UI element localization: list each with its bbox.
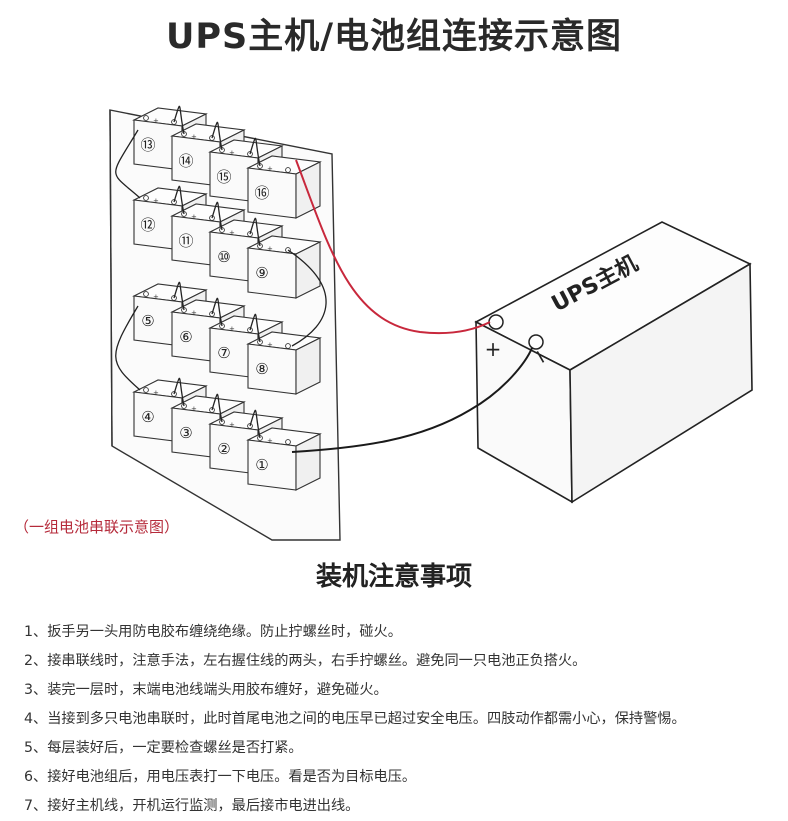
battery-number: ⑪ (178, 232, 193, 250)
series-link (211, 201, 223, 231)
series-link (115, 129, 141, 199)
battery-pos-mark: + (229, 421, 235, 429)
battery-number: ② (217, 440, 230, 458)
series-links (115, 105, 327, 439)
battery-number: ① (255, 456, 268, 474)
battery-pos-mark: + (153, 197, 159, 205)
battery-pos-mark: + (191, 405, 197, 413)
series-link (173, 377, 185, 407)
battery-number: ⑫ (140, 216, 155, 234)
note-item: 7、接好主机线，开机运行监测，最后接市电进出线。 (24, 798, 360, 814)
battery-pos-mark: + (229, 149, 235, 157)
battery-pos-mark: + (267, 245, 273, 253)
series-link (249, 313, 261, 343)
note-item: 4、当接到多只电池串联时，此时首尾电池之间的电压早已超过安全电压。四肢动作都需小… (24, 711, 686, 727)
battery: +⑧ (246, 331, 322, 395)
battery-number: ⑧ (255, 360, 268, 378)
battery: +① (246, 427, 322, 491)
page-title: UPS主机/电池组连接示意图 (165, 17, 623, 57)
battery: +⑨ (246, 235, 322, 299)
note-item: 2、接串联线时，注意手法，左右握住线的两头，右手拧螺丝。避免同一只电池正负搭火。 (24, 653, 587, 669)
series-link (249, 217, 261, 247)
battery-pos-mark: + (267, 437, 273, 445)
battery-number: ⑦ (217, 344, 230, 362)
battery-number: ⑭ (178, 152, 193, 170)
battery-side (295, 337, 321, 395)
battery-pos-mark: + (229, 325, 235, 333)
series-link (173, 105, 185, 135)
positive-cable (295, 159, 491, 335)
note-item: 6、接好电池组后，用电压表打一下电压。看是否为目标电压。 (24, 769, 417, 785)
battery-number: ④ (141, 408, 154, 426)
note-item: 5、每层装好后，一定要检查螺丝是否打紧。 (24, 740, 303, 756)
battery-terminal (143, 195, 149, 201)
series-link (287, 249, 327, 347)
series-link (249, 137, 261, 167)
battery-pos-mark: + (153, 389, 159, 397)
battery-group: +⑬+⑭+⑮+⑯+⑫+⑪+⑩+⑨+⑤+⑥+⑦+⑧+④+③+②+① (132, 107, 322, 491)
battery-pos-mark: + (191, 133, 197, 141)
battery-number: ⑥ (179, 328, 192, 346)
battery-side (295, 241, 321, 299)
battery: +⑯ (246, 155, 322, 219)
diagram-caption: （一组电池串联示意图） (14, 518, 180, 536)
battery-number: ⑮ (216, 168, 231, 186)
battery-pos-mark: + (153, 117, 159, 125)
battery-pos-mark: + (267, 165, 273, 173)
battery-side (295, 433, 321, 491)
battery-number: ③ (179, 424, 192, 442)
ups-negative-terminal (528, 334, 544, 350)
ups-positive-terminal (488, 314, 504, 330)
series-link (211, 297, 223, 327)
battery-terminal (285, 343, 291, 349)
battery-terminal (143, 115, 149, 121)
ups-unit: UPS主机 + − (474, 221, 753, 504)
negative-cable (291, 347, 533, 453)
ups-side-face (569, 262, 753, 504)
battery-number: ⑯ (254, 184, 269, 202)
battery-terminal (143, 387, 149, 393)
cabinet-edge (109, 109, 113, 447)
series-link (173, 185, 185, 215)
connection-diagram: +⑬+⑭+⑮+⑯+⑫+⑪+⑩+⑨+⑤+⑥+⑦+⑧+④+③+②+① UPS主机 +… (109, 105, 753, 541)
series-link (115, 305, 141, 391)
ups-plus-sign: + (485, 337, 502, 361)
note-item: 1、扳手另一头用防电胶布缠绕绝缘。防止拧螺丝时，碰火。 (24, 624, 402, 640)
note-item: 3、装完一层时，末端电池线端头用胶布缠好，避免碰火。 (24, 682, 388, 698)
battery-number: ⑩ (217, 248, 230, 266)
battery-number: ⑬ (140, 136, 155, 154)
battery-number: ⑨ (255, 264, 268, 282)
battery-pos-mark: + (191, 309, 197, 317)
battery-pos-mark: + (191, 213, 197, 221)
battery-number: ⑤ (141, 312, 154, 330)
battery-terminal (285, 167, 291, 173)
section-title: 装机注意事项 (315, 562, 472, 592)
series-link (211, 393, 223, 423)
battery-pos-mark: + (267, 341, 273, 349)
battery-terminal (285, 439, 291, 445)
series-link (249, 409, 261, 439)
notes-list: 1、扳手另一头用防电胶布缠绕绝缘。防止拧螺丝时，碰火。 2、接串联线时，注意手法，… (24, 618, 784, 821)
battery-terminal (143, 291, 149, 297)
battery-pos-mark: + (153, 293, 159, 301)
battery-pos-mark: + (229, 229, 235, 237)
series-link (211, 121, 223, 151)
series-link (173, 281, 185, 311)
